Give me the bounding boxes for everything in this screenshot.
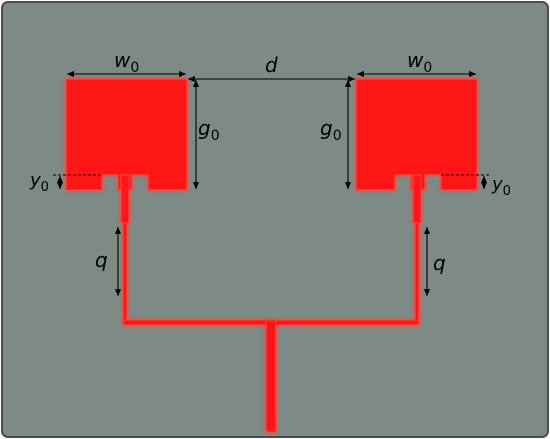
left-feed-stub bbox=[120, 174, 130, 224]
left-patch bbox=[65, 78, 188, 191]
left-feed-line bbox=[122, 222, 128, 325]
conductor-layer bbox=[65, 78, 478, 433]
right-feed-stub bbox=[412, 174, 422, 224]
w0-left-label: w0 bbox=[114, 48, 139, 76]
right-feed-line bbox=[414, 222, 420, 325]
q-right-label: q bbox=[433, 251, 446, 275]
g0-left-label: g0 bbox=[198, 116, 220, 144]
d-label: d bbox=[265, 53, 278, 77]
g0-right-label: g0 bbox=[320, 116, 342, 144]
y0-left-label: y0 bbox=[29, 170, 49, 195]
w0-right-label: w0 bbox=[407, 48, 432, 76]
main-feed-line bbox=[265, 319, 277, 433]
y0-right-label: y0 bbox=[491, 174, 511, 199]
dimension-lines bbox=[53, 70, 490, 296]
q-left-label: q bbox=[95, 248, 108, 272]
right-patch bbox=[355, 78, 478, 191]
